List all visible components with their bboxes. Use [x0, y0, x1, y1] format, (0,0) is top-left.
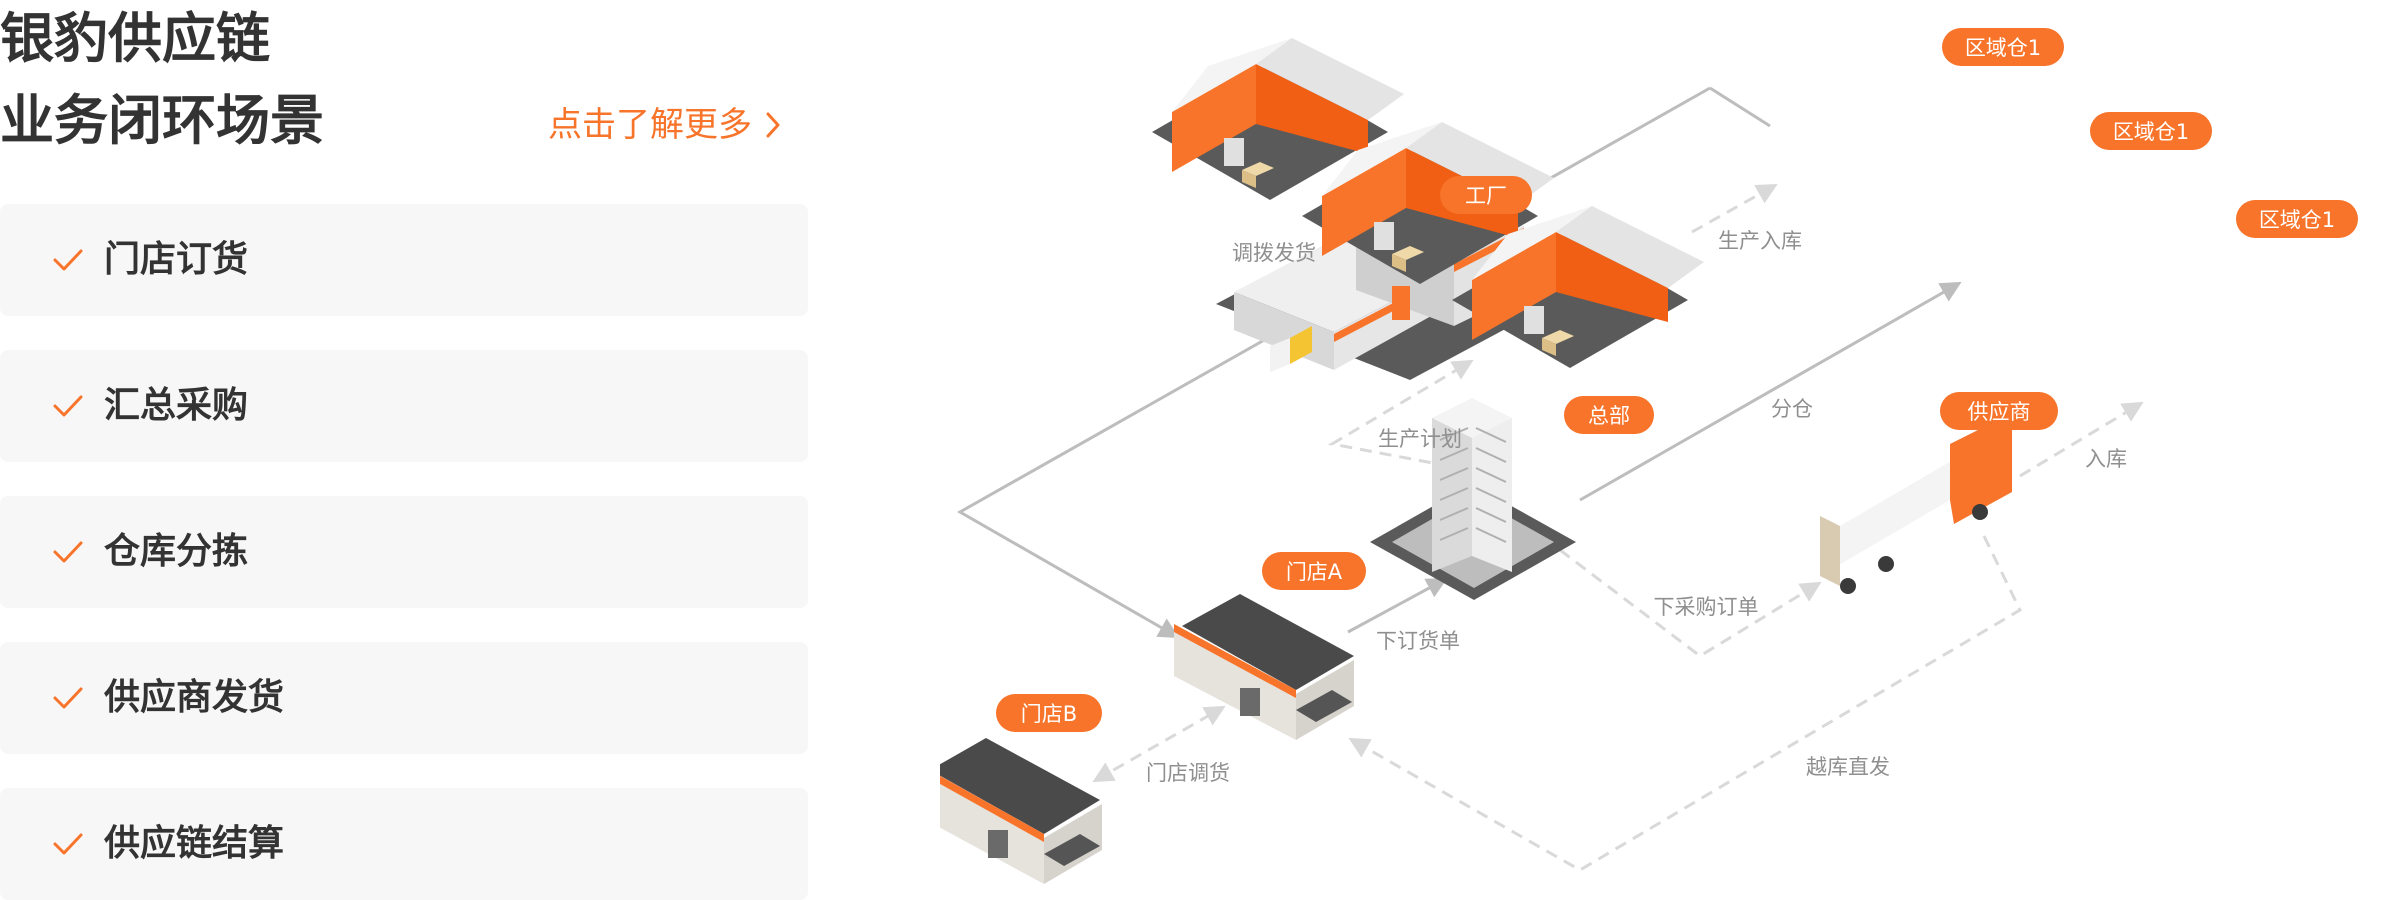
feature-item[interactable]: 供应商发货 [0, 642, 808, 754]
regional-warehouse-3 [1452, 206, 1704, 368]
learn-more-label: 点击了解更多 [548, 105, 752, 145]
place-order-line [1347, 577, 1448, 634]
check-icon [52, 829, 84, 859]
tag-supplier-label: 供应商 [1968, 400, 2031, 424]
feature-label: 供应链结算 [104, 823, 285, 864]
tag-store-a: 门店A [1262, 552, 1366, 590]
production-plan-line [1327, 359, 1474, 472]
supply-chain-diagram: 工厂 总部 供应商 门店A 门店B 区域仓1 区域仓1 区域仓1 调拨发货 生产… [940, 0, 2400, 892]
flow-cross-dock: 越库直发 [1806, 755, 1890, 779]
flow-production-inbound: 生产入库 [1718, 229, 1802, 253]
flow-transfer-ship: 调拨发货 [1232, 241, 1316, 265]
flow-inbound: 入库 [2085, 447, 2127, 471]
store-transfer-line [1092, 705, 1226, 783]
tag-factory-label: 工厂 [1465, 184, 1507, 208]
tag-hq-label: 总部 [1588, 404, 1630, 428]
feature-item[interactable]: 门店订货 [0, 204, 808, 316]
tag-store-b-label: 门店B [1021, 702, 1077, 726]
headquarters-building [1370, 398, 1576, 600]
tag-warehouse-3: 区域仓1 [2236, 200, 2358, 238]
transfer-ship-line-top [1709, 86, 1771, 128]
flow-production-plan: 生产计划 [1378, 427, 1462, 451]
tag-store-a-label: 门店A [1286, 560, 1343, 584]
feature-label: 仓库分拣 [104, 531, 249, 572]
tag-warehouse-1: 区域仓1 [1942, 28, 2064, 66]
flow-store-transfer: 门店调货 [1146, 761, 1230, 785]
regional-warehouse-1 [1152, 38, 1404, 200]
dashed-connectors [1092, 183, 2144, 872]
check-icon [52, 537, 84, 567]
tag-hq: 总部 [1564, 396, 1654, 434]
feature-item[interactable]: 仓库分拣 [0, 496, 808, 608]
inbound-line [2019, 401, 2144, 478]
tag-supplier: 供应商 [1940, 392, 2058, 430]
factory-building [1216, 188, 1552, 380]
production-inbound-line [1691, 183, 1778, 234]
tag-warehouse-2-label: 区域仓1 [2113, 120, 2189, 144]
feature-item[interactable]: 供应链结算 [0, 788, 808, 900]
supplier-truck [1820, 420, 2012, 594]
tag-factory: 工厂 [1440, 176, 1532, 214]
chevron-right-icon [766, 110, 780, 144]
feature-item[interactable]: 汇总采购 [0, 350, 808, 462]
distribute-line [1579, 281, 1962, 502]
page-subtitle: 业务闭环场景 [0, 89, 324, 152]
purchase-order-line [1559, 548, 1822, 658]
feature-label: 门店订货 [104, 239, 249, 280]
flow-place-order: 下订货单 [1376, 629, 1460, 653]
tag-warehouse-3-label: 区域仓1 [2259, 208, 2335, 232]
feature-label: 汇总采购 [104, 385, 249, 426]
learn-more-link[interactable]: 点击了解更多 [548, 108, 780, 144]
diagram-canvas: 工厂 总部 供应商 门店A 门店B 区域仓1 区域仓1 区域仓1 调拨发货 生产… [940, 28, 2358, 884]
feature-label: 供应商发货 [104, 677, 285, 718]
cross-dock-line [1348, 535, 2022, 872]
tag-warehouse-2: 区域仓1 [2090, 112, 2212, 150]
scenario-panel: 银豹供应链 业务闭环场景 点击了解更多 门店订货 汇总采购 仓库分拣 供应商发货… [0, 0, 820, 900]
store-a-building [1174, 594, 1354, 740]
tag-warehouse-1-label: 区域仓1 [1965, 36, 2041, 60]
tag-store-b: 门店B [996, 694, 1102, 732]
flow-purchase-order: 下采购订单 [1654, 595, 1759, 619]
check-icon [52, 245, 84, 275]
flow-distribute: 分仓 [1771, 397, 1813, 421]
page-title: 银豹供应链 [0, 7, 270, 70]
check-icon [52, 391, 84, 421]
store-b-building [940, 738, 1102, 884]
check-icon [52, 683, 84, 713]
